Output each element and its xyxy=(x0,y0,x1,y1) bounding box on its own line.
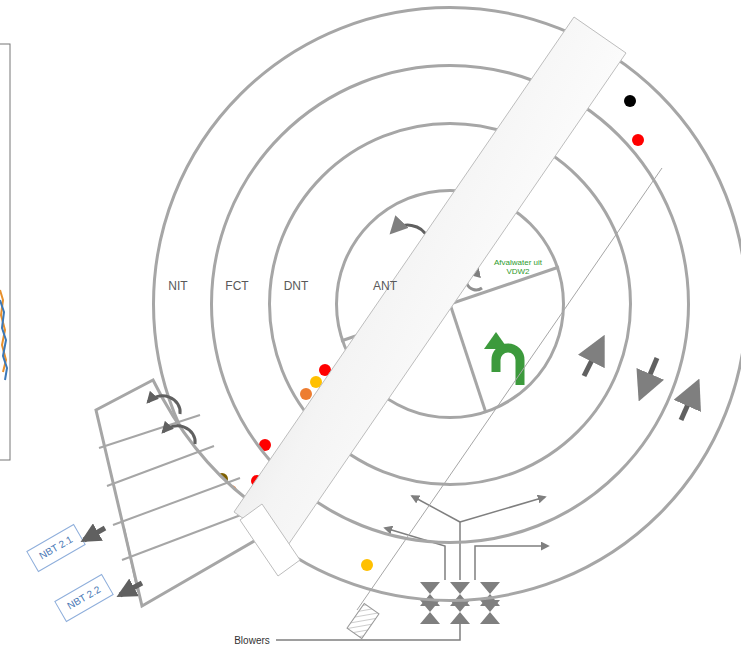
ring-wall xyxy=(154,8,741,601)
zone-name: ANT xyxy=(373,280,397,292)
blowers-label: Blowers xyxy=(234,635,270,646)
chart-fragment xyxy=(0,44,10,460)
basin-box: NBT 2.2 xyxy=(54,574,114,622)
zone-name: DNT xyxy=(284,280,309,292)
zone-name: FCT xyxy=(225,280,248,292)
blower-valves xyxy=(420,582,500,624)
ring-wall xyxy=(337,191,564,418)
hatched-plate xyxy=(347,604,379,639)
inflow-label: Afvalwater uit VDW2 xyxy=(482,259,554,277)
basin-name: NBT 2.2 xyxy=(66,585,103,612)
zone-name: NIT xyxy=(168,280,187,292)
bridge-end xyxy=(240,504,300,576)
rotating-bridge xyxy=(234,17,626,548)
basin-box: NBT 2.1 xyxy=(26,524,86,572)
ring-wall xyxy=(212,66,689,543)
basin-name: NBT 2.1 xyxy=(38,535,75,562)
ring-wall xyxy=(270,124,631,485)
